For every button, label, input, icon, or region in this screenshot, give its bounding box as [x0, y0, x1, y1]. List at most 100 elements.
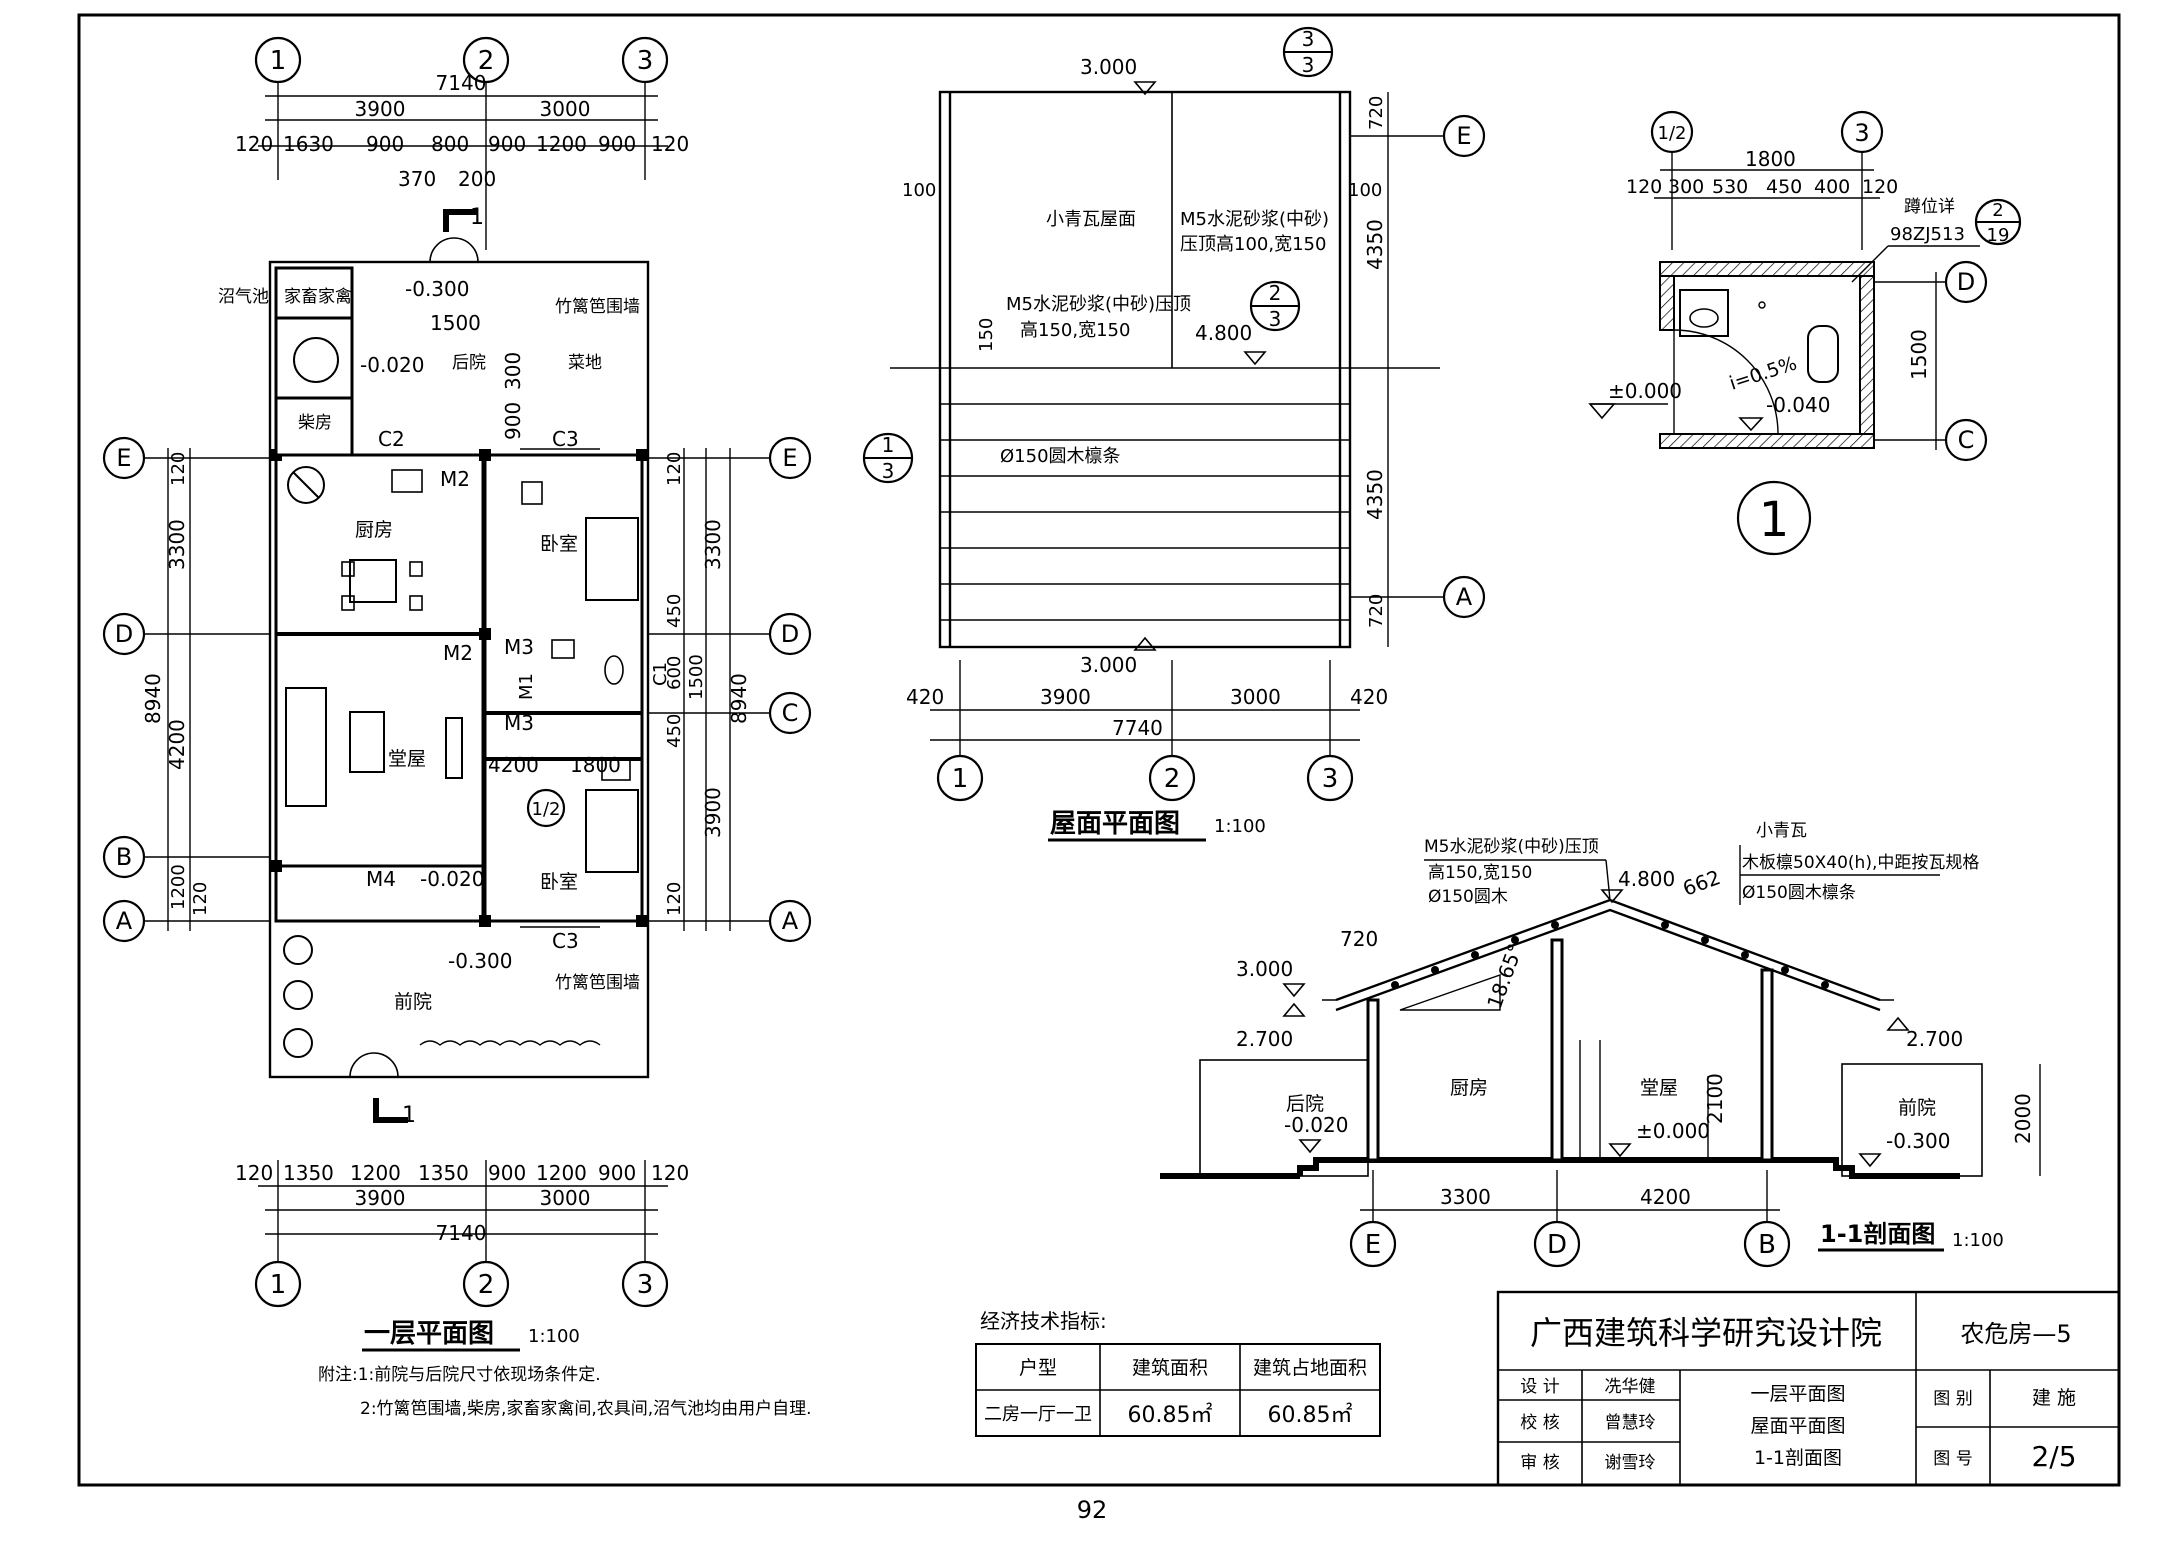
svg-text:3: 3: [1269, 307, 1282, 331]
dim-bottom-detail: 120 1350 1200 1350 900 1200 900 120: [235, 1161, 689, 1185]
level-backyard: -0.300: [405, 277, 469, 301]
label-c2: C2: [378, 427, 405, 451]
roof-callout-tile: 小青瓦屋面: [1046, 209, 1136, 230]
svg-text:厨房: 厨房: [1450, 1077, 1488, 1099]
svg-text:720: 720: [1366, 96, 1387, 130]
svg-text:4.800: 4.800: [1618, 867, 1675, 891]
svg-text:E: E: [1456, 122, 1471, 150]
room-kitchen: 厨房: [355, 519, 393, 541]
svg-text:18.65°: 18.65°: [1482, 940, 1528, 1011]
svg-text:D: D: [115, 620, 133, 648]
toilet-axis-D: D: [1944, 260, 1988, 304]
sheet-border: [77, 13, 2121, 1487]
roof-callout-m5: M5水泥砂浆(中砂): [1180, 209, 1329, 230]
room-vegetable: 菜地: [568, 353, 602, 373]
label-m1: M1: [516, 673, 537, 700]
roof-callout-m5-cap-dim: 高150,宽150: [1020, 320, 1130, 341]
section-title: 1-1剖面图: [1820, 1220, 1935, 1248]
svg-text:C: C: [1958, 426, 1975, 454]
svg-text:木板檩50X40(h),中距按瓦规格: 木板檩50X40(h),中距按瓦规格: [1742, 853, 1979, 873]
svg-text:420: 420: [906, 685, 944, 709]
svg-text:8940: 8940: [141, 673, 165, 724]
label-1800: 1800: [570, 753, 621, 777]
svg-text:2: 2: [1269, 281, 1282, 305]
svg-text:450: 450: [664, 594, 685, 628]
svg-text:Ø150圆木: Ø150圆木: [1428, 887, 1508, 907]
indicators-table: 经济技术指标: 户型 建筑面积 建筑占地面积 二房一厅一卫 60.85㎡ 60.…: [975, 1309, 1381, 1437]
svg-text:4350: 4350: [1363, 219, 1387, 270]
svg-text:1500: 1500: [1907, 329, 1931, 380]
room-front-yard: 前院: [394, 991, 432, 1013]
toilet-axis-C: C: [1944, 418, 1988, 462]
svg-text:户型: 户型: [1019, 1357, 1057, 1379]
svg-text:8940: 8940: [727, 673, 751, 724]
svg-text:小青瓦: 小青瓦: [1756, 821, 1807, 841]
svg-text:图 号: 图 号: [1933, 1449, 1972, 1469]
label-m2-hall: M2: [443, 641, 473, 665]
svg-text:600: 600: [664, 656, 685, 690]
svg-text:1/2: 1/2: [1658, 123, 1687, 144]
dim-top-mid-1: 3900: [355, 97, 406, 121]
axis-bubble-E-right: E: [768, 436, 812, 480]
svg-text:1800: 1800: [1745, 147, 1796, 171]
toilet-axis-1-2: 1/2: [1650, 110, 1694, 154]
svg-text:420: 420: [1350, 685, 1388, 709]
note-line-1: 附注:1:前院与后院尺寸依现场条件定.: [318, 1365, 601, 1385]
institute-name: 广西建筑科学研究设计院: [1530, 1314, 1882, 1352]
toilet-reference-mark: 219: [1974, 198, 2022, 246]
room-bedroom-1: 卧室: [540, 533, 578, 555]
svg-text:1500: 1500: [686, 654, 707, 700]
svg-text:3300: 3300: [1440, 1185, 1491, 1209]
svg-text:E: E: [782, 444, 797, 472]
svg-text:后院: 后院: [1286, 1093, 1324, 1115]
svg-text:1: 1: [952, 764, 969, 794]
svg-text:2000: 2000: [2011, 1093, 2035, 1144]
room-woodshed: 柴房: [298, 413, 332, 433]
svg-text:3000: 3000: [1230, 685, 1281, 709]
svg-text:3: 3: [1322, 764, 1339, 794]
roof-callout-m5-dim: 压顶高100,宽150: [1180, 234, 1326, 255]
svg-text:前院: 前院: [1898, 1097, 1936, 1119]
label-c3-bottom: C3: [552, 929, 579, 953]
svg-text:4350: 4350: [1363, 469, 1387, 520]
roof-callout-m5-cap: M5水泥砂浆(中砂)压顶: [1006, 294, 1191, 315]
svg-text:3300: 3300: [165, 519, 189, 570]
svg-text:3: 3: [1302, 27, 1315, 51]
svg-text:2/5: 2/5: [2031, 1440, 2076, 1473]
svg-text:M5水泥砂浆(中砂)压顶: M5水泥砂浆(中砂)压顶: [1424, 837, 1599, 857]
label-4200: 4200: [488, 753, 539, 777]
svg-text:2: 2: [478, 1270, 495, 1300]
svg-text:120: 120: [168, 452, 189, 486]
svg-text:D: D: [1547, 1230, 1567, 1260]
svg-text:1200: 1200: [168, 864, 189, 910]
svg-text:建 施: 建 施: [2032, 1387, 2076, 1409]
axis-bubble-E-left: E: [102, 436, 146, 480]
toilet-detail: 1/2 3 1800 120 300 530 450 400 120 1500: [1588, 110, 2022, 556]
svg-text:100: 100: [902, 180, 936, 201]
detail-mark-1-2: 1/2: [526, 788, 566, 828]
svg-text:3900: 3900: [701, 787, 725, 838]
svg-text:高150,宽150: 高150,宽150: [1428, 863, 1532, 883]
svg-text:堂屋: 堂屋: [1640, 1077, 1678, 1099]
svg-text:D: D: [1957, 268, 1975, 296]
room-fence-top: 竹篱笆围墙: [555, 297, 640, 317]
svg-text:3: 3: [1854, 119, 1869, 147]
svg-text:B: B: [116, 843, 132, 871]
axis-bubble-1-top: 1: [254, 36, 302, 84]
roof-plan-scale: 1:100: [1214, 816, 1266, 837]
floor-plan: 1 2 3 7140 3900 3000 120 1630 900 800 90…: [102, 36, 812, 1419]
axis-bubble-2-top: 2: [462, 36, 510, 84]
svg-text:19: 19: [1987, 225, 2010, 246]
dim-top-mid-2: 3000: [540, 97, 591, 121]
roof-level-top: 3.000: [1080, 55, 1137, 79]
label-c3-top: C3: [552, 427, 579, 451]
dim-top-detail: 120 1630 900 800 900 1200 900 120: [235, 132, 689, 156]
indicators-title: 经济技术指标:: [980, 1309, 1107, 1333]
svg-text:3: 3: [637, 46, 654, 76]
svg-text:-0.020: -0.020: [1284, 1113, 1348, 1137]
section-axis-E: E: [1349, 1220, 1397, 1268]
label-m3-top: M3: [504, 635, 534, 659]
svg-text:B: B: [1758, 1230, 1776, 1260]
axis-bubble-A-left: A: [102, 899, 146, 943]
